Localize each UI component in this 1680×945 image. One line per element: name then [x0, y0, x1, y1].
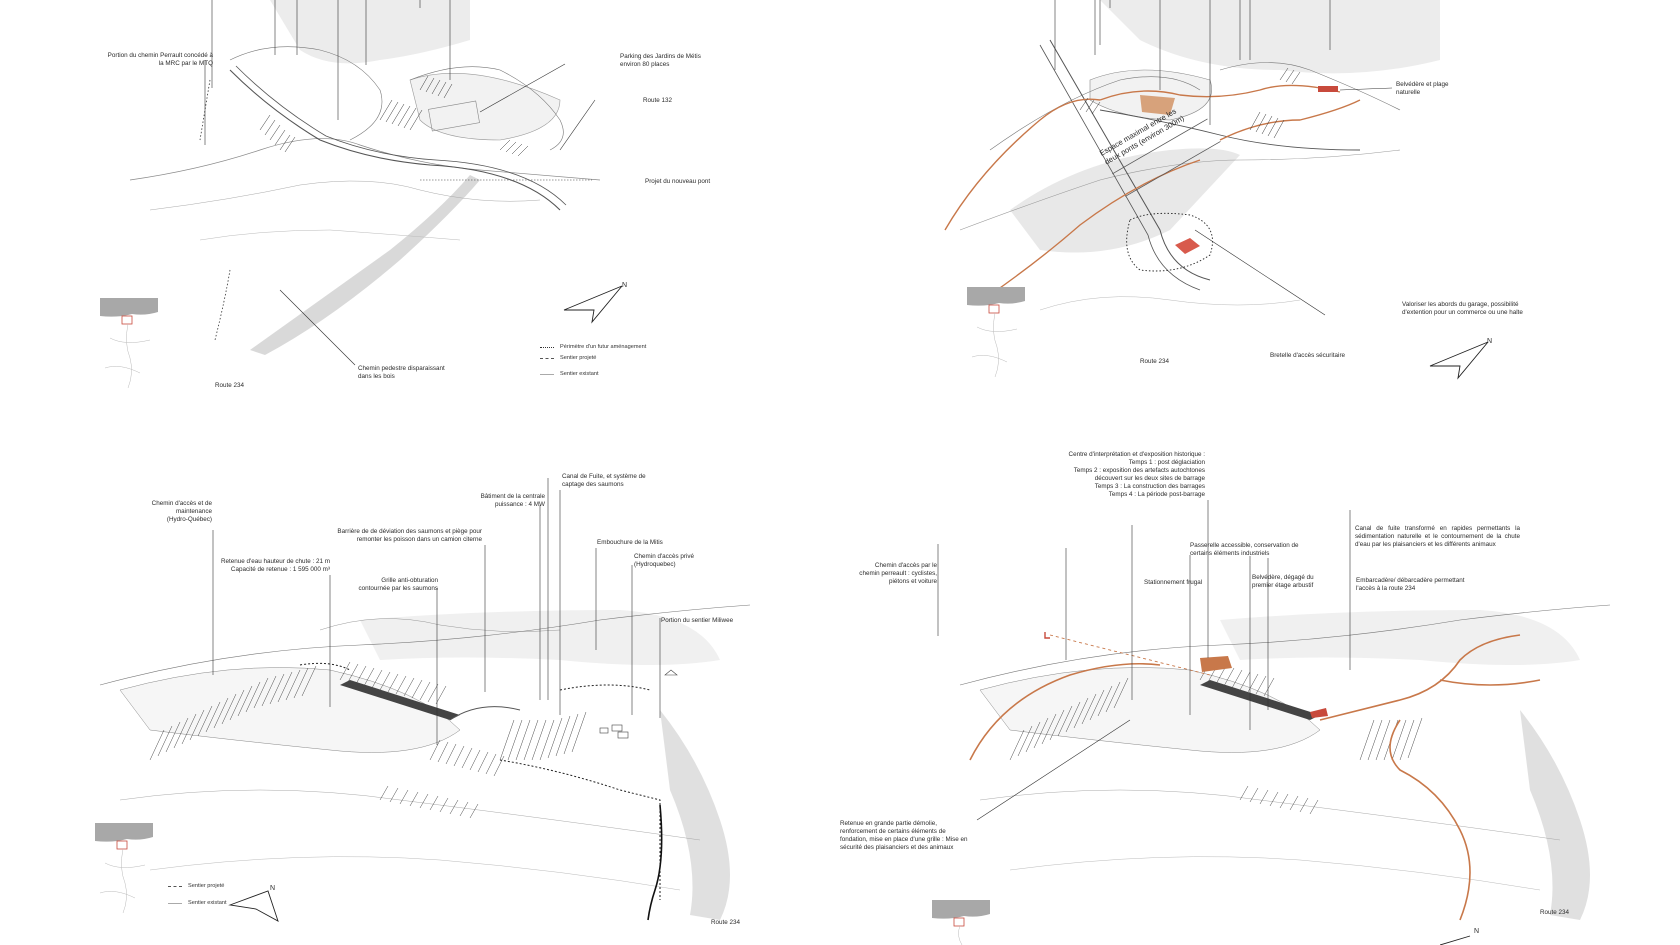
north-label: N — [622, 282, 628, 289]
site-sketch-existing — [129, 0, 601, 366]
legend-swatch-dashed — [540, 357, 554, 359]
legend-swatch-dashed — [168, 885, 182, 887]
label-grille: Grille anti-obturation contournée par le… — [358, 577, 438, 592]
panel-dam-existing: Chemin d'accès et de maintenance (Hydro-… — [0, 460, 840, 945]
label-embouchure: Embouchure de la Mitis — [597, 539, 663, 546]
panel-existing-site: Portion du chemin Perrault concédé à la … — [0, 0, 840, 400]
north-label: N — [1487, 338, 1493, 345]
label-retenue: Retenue en grande partie démolie, renfor… — [840, 820, 968, 851]
label-canal-fuite: Canal de Fuite, et système de captage de… — [562, 473, 646, 488]
legend-swatch-thin — [540, 373, 554, 375]
label-sentier-miliwee: Portion du sentier Miliwee — [661, 617, 734, 624]
legend-projete-label: Sentier projeté — [560, 355, 597, 361]
label-perrault: Portion du chemin Perrault concédé à la … — [107, 52, 213, 67]
north-arrow-icon — [563, 285, 623, 324]
label-centre-interpretation: Centre d'interprétation et d'exposition … — [1068, 451, 1205, 498]
label-belvedere-plage: Belvédère et plage naturelle — [1396, 81, 1449, 96]
site-sketch-proposed — [944, 0, 1440, 316]
label-canal-fuite: Canal de fuite transformé en rapides per… — [1355, 525, 1520, 548]
label-chemin-acces: Chemin d'accès par le chemin perreault :… — [859, 562, 937, 585]
label-bretelle: Bretelle d'accès sécuritaire — [1270, 352, 1346, 359]
north-arrow-icon — [228, 890, 279, 922]
legend-existant-label: Sentier existant — [560, 371, 599, 377]
label-garage: Valoriser les abords du garage, possibil… — [1402, 301, 1523, 316]
north-label: N — [270, 885, 276, 892]
label-retenue: Retenue d'eau hauteur de chute : 21 m Ca… — [220, 558, 330, 573]
legend-existant: Sentier existant — [540, 371, 599, 377]
dam-sketch-proposed — [937, 500, 1611, 921]
label-chemin-acces: Chemin d'accès et de maintenance (Hydro-… — [151, 500, 212, 523]
legend-existant-label: Sentier existant — [188, 900, 227, 906]
label-chemin-pedestre: Chemin pedestre disparaissant dans les b… — [358, 365, 445, 380]
legend-projete-label: Sentier projeté — [188, 883, 225, 889]
label-passerelle: Passerelle accessible, conservation de c… — [1190, 542, 1299, 557]
legend-projete: Sentier projeté — [540, 355, 596, 361]
label-route-132: Route 132 — [643, 97, 673, 104]
label-barriere: Barrière de de déviation des saumons et … — [337, 528, 482, 543]
label-stationnement: Stationnement frugal — [1144, 579, 1203, 586]
label-embarcadere: Embarcadère/ débarcadère permettant l'ac… — [1356, 577, 1465, 592]
label-chemin-prive: Chemin d'accès privé (Hydroquebec) — [634, 553, 694, 568]
panel-proposed-site: Belvédère et plage naturelle Espace maxi… — [840, 0, 1680, 400]
dam-sketch-existing — [99, 478, 751, 921]
north-arrow-icon — [1429, 341, 1489, 380]
label-parking: Parking des Jardins de Métis environ 80 … — [620, 53, 701, 68]
legend-projete: Sentier projeté — [168, 883, 224, 889]
legend-swatch-thin — [168, 902, 182, 904]
label-belvedere: Belvédère, dégagé du premier étage arbus… — [1252, 574, 1314, 589]
location-inset-map — [967, 287, 1025, 377]
legend-swatch-dotted — [540, 346, 554, 348]
panel-dam-proposed: Centre d'interprétation et d'exposition … — [840, 451, 1680, 945]
label-route-234: Route 234 — [1140, 358, 1170, 365]
legend-existant: Sentier existant — [168, 900, 227, 906]
label-nouveau-pont: Projet du nouveau pont — [645, 178, 711, 185]
legend-perimetre: Périmètre d'un futur aménagement — [540, 344, 646, 350]
north-label: N — [1474, 928, 1480, 935]
label-route-234: Route 234 — [215, 382, 245, 389]
label-batiment-centrale: Bâtiment de la centrale puissance : 4 MW — [480, 493, 545, 508]
location-inset-map — [932, 900, 990, 945]
location-inset-map — [100, 298, 158, 388]
north-arrow-icon — [1440, 935, 1471, 945]
label-route-234: Route 234 — [711, 919, 741, 926]
location-inset-map — [95, 823, 153, 913]
label-route-234: Route 234 — [1540, 909, 1570, 916]
legend-perimetre-label: Périmètre d'un futur aménagement — [560, 344, 647, 350]
